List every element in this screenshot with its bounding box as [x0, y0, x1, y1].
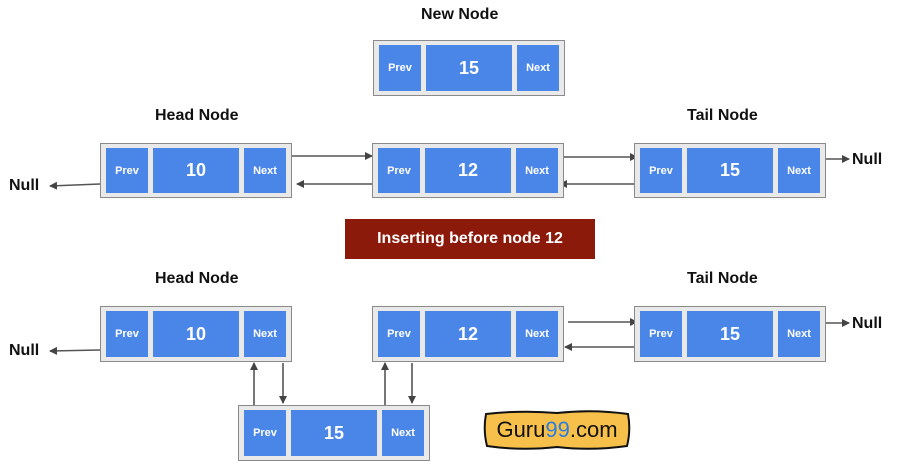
- next-cell: Next: [516, 148, 558, 193]
- value-cell: 12: [425, 148, 511, 193]
- null-label-bottom-right: Null: [852, 315, 883, 332]
- next-cell: Next: [517, 45, 559, 91]
- value-cell: 15: [426, 45, 512, 91]
- tail-node-label-bottom: Tail Node: [687, 270, 758, 287]
- null-label-top-right: Null: [852, 151, 883, 168]
- prev-cell: Prev: [640, 148, 682, 193]
- middle-node-bottom: Prev 12 Next: [372, 306, 564, 362]
- new-node-label: New Node: [421, 6, 499, 23]
- head-node-label-bottom: Head Node: [155, 270, 239, 287]
- prev-cell: Prev: [106, 311, 148, 357]
- null-label-top-left: Null: [9, 177, 40, 194]
- prev-cell: Prev: [378, 311, 420, 357]
- value-cell: 12: [425, 311, 511, 357]
- logo-text-part2: 99: [545, 417, 570, 442]
- null-label-bottom-left: Null: [9, 342, 40, 359]
- logo-text-part3: .com: [569, 417, 618, 442]
- head-node-label-top: Head Node: [155, 107, 239, 124]
- middle-node-top: Prev 12 Next: [372, 143, 564, 198]
- logo-text-part1: Guru: [496, 417, 546, 442]
- next-cell: Next: [382, 410, 424, 456]
- prev-cell: Prev: [378, 148, 420, 193]
- guru99-logo-icon: [483, 410, 631, 450]
- inserted-node-bottom: Prev 15 Next: [238, 405, 430, 461]
- value-cell: 15: [687, 148, 773, 193]
- next-cell: Next: [778, 148, 820, 193]
- next-cell: Next: [778, 311, 820, 357]
- head-node-top: Prev 10 Next: [100, 143, 292, 198]
- value-cell: 10: [153, 148, 239, 193]
- next-cell: Next: [244, 148, 286, 193]
- prev-cell: Prev: [106, 148, 148, 193]
- tail-node-top: Prev 15 Next: [634, 143, 826, 198]
- new-node: Prev 15 Next: [373, 40, 565, 96]
- tail-node-label-top: Tail Node: [687, 107, 758, 124]
- value-cell: 10: [153, 311, 239, 357]
- value-cell: 15: [291, 410, 377, 456]
- tail-node-bottom: Prev 15 Next: [634, 306, 826, 362]
- prev-cell: Prev: [244, 410, 286, 456]
- head-node-bottom: Prev 10 Next: [100, 306, 292, 362]
- next-cell: Next: [244, 311, 286, 357]
- prev-cell: Prev: [379, 45, 421, 91]
- arrow-bot-head-null: [49, 346, 101, 355]
- value-cell: 15: [687, 311, 773, 357]
- next-cell: Next: [516, 311, 558, 357]
- arrow-top-head-null: [49, 181, 101, 190]
- insert-banner: Inserting before node 12: [345, 219, 595, 259]
- prev-cell: Prev: [640, 311, 682, 357]
